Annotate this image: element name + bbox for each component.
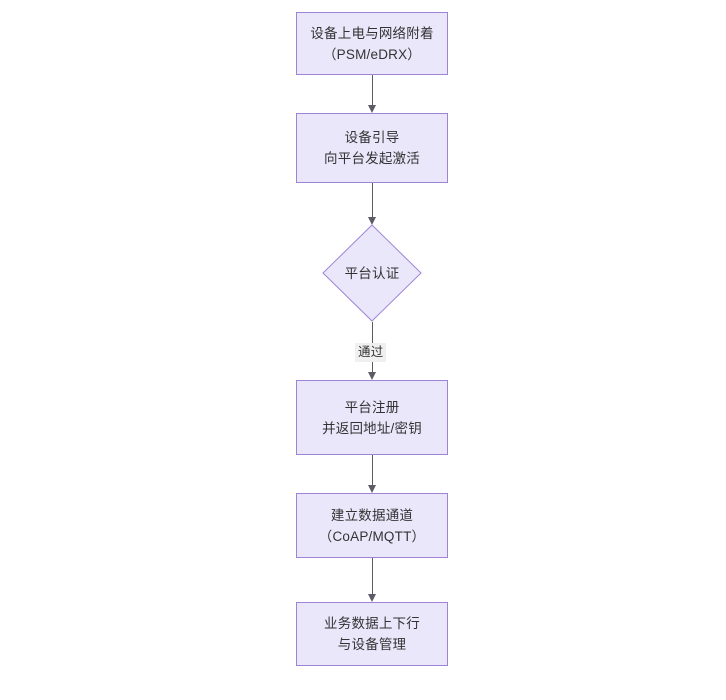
connector-n4-n5-arrowhead: [367, 485, 376, 493]
flow-node-business-data-line1: 业务数据上下行: [324, 616, 420, 631]
connector-n1-n2-arrowhead: [367, 105, 376, 113]
connector-n3-n4-arrowhead: [367, 372, 376, 380]
flow-node-platform-auth[interactable]: 平台认证: [322, 224, 422, 322]
connector-n5-n6-line: [371, 558, 373, 596]
flow-node-data-channel-line2: （CoAP/MQTT）: [318, 528, 426, 544]
flow-node-platform-register-line1: 平台注册: [344, 399, 400, 415]
flow-node-platform-auth-label: 平台认证: [344, 265, 400, 281]
flow-node-business-data[interactable]: 业务数据上下行 与设备管理: [296, 602, 448, 666]
flow-node-platform-register-line2: 并返回地址/密钥: [322, 420, 422, 436]
flow-node-device-bootstrap-line2: 向平台发起激活: [324, 151, 420, 166]
flow-node-power-on-line2: （PSM/eDRX）: [322, 46, 422, 62]
flow-node-power-on[interactable]: 设备上电与网络附着 （PSM/eDRX）: [296, 12, 448, 75]
connector-n5-n6-arrowhead: [367, 594, 376, 602]
flow-node-power-on-line1: 设备上电与网络附着: [310, 25, 434, 41]
flow-node-device-bootstrap-line1: 设备引导: [344, 130, 400, 145]
connector-n2-n3-line: [371, 183, 373, 218]
flow-node-data-channel[interactable]: 建立数据通道 （CoAP/MQTT）: [296, 493, 448, 558]
flow-node-platform-register[interactable]: 平台注册 并返回地址/密钥: [296, 380, 448, 455]
flow-node-business-data-line2: 与设备管理: [337, 637, 407, 652]
connector-n4-n5-line: [371, 455, 373, 486]
flow-node-data-channel-line1: 建立数据通道: [330, 507, 414, 523]
edge-label-pass: 通过: [355, 343, 387, 362]
flow-node-device-bootstrap[interactable]: 设备引导 向平台发起激活: [296, 113, 448, 183]
diamond-shape: [322, 224, 422, 322]
connector-n1-n2-line: [371, 75, 373, 106]
